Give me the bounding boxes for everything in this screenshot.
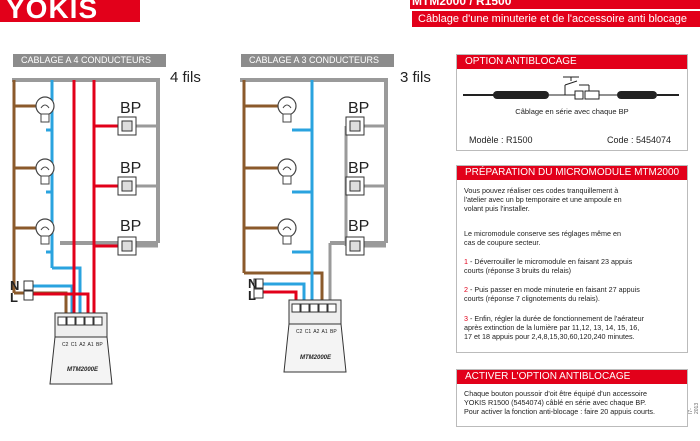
- activer-header: ACTIVER L'OPTION ANTIBLOCAGE: [457, 370, 687, 384]
- logo-bar: [0, 0, 140, 22]
- mtm2000e-module: [283, 299, 347, 373]
- left-bp-label-3: BP: [120, 218, 142, 235]
- prep-step-3: 3 - Enfin, régler la durée de fonctionne…: [464, 314, 644, 341]
- option-model: Modèle : R1500: [469, 135, 533, 145]
- mid-module-terminals: C2 C1 A2 A1 BP: [296, 329, 337, 335]
- push-button-icon: [117, 236, 137, 256]
- push-button-icon: [345, 176, 365, 196]
- lamp-icon: [277, 218, 297, 245]
- mid-section-header: CABLAGE A 3 CONDUCTEURS: [241, 54, 394, 67]
- mid-diagram: [240, 78, 388, 373]
- mid-module-name: MTM2000E: [300, 355, 332, 361]
- left-n-label: N: [10, 278, 20, 293]
- mid-bp-label-2: BP: [348, 160, 370, 177]
- left-diagram: [12, 78, 160, 385]
- activer-panel: ACTIVER L'OPTION ANTIBLOCAGE Chaque bout…: [456, 369, 688, 427]
- left-fils-label: 4 fils: [170, 69, 201, 86]
- accessory-diagram: [463, 76, 679, 100]
- top-title: MTM2000 / R1500: [412, 0, 512, 8]
- lamp-icon: [277, 158, 297, 185]
- mtm2000e-module: [49, 312, 113, 385]
- mid-fils-label: 3 fils: [400, 69, 431, 86]
- page-subtitle: Câblage d'une minuterie et de l'accessoi…: [412, 11, 700, 27]
- prep-intro: Vous pouvez réaliser ces codes tranquill…: [464, 186, 622, 213]
- mid-n-label: N: [248, 276, 258, 291]
- lamp-icon: [277, 96, 297, 123]
- prep-header: PRÉPARATION DU MICROMODULE MTM2000: [457, 166, 687, 180]
- left-module-terminals: C2 C1 A2 A1 BP: [62, 342, 103, 348]
- option-code: Code : 5454074: [607, 135, 672, 145]
- prep-step-2: 2 - Puis passer en mode minuterie en fai…: [464, 285, 640, 303]
- prep-panel: PRÉPARATION DU MICROMODULE MTM2000 Vous …: [456, 165, 688, 353]
- push-button-icon: [117, 116, 137, 136]
- left-bp-label-1: BP: [120, 100, 142, 117]
- lamp-icon: [35, 218, 55, 245]
- mid-bp-label-1: BP: [348, 100, 370, 117]
- push-button-icon: [117, 176, 137, 196]
- option-caption: Câblage en série avec chaque BP: [515, 107, 629, 116]
- prep-memory-note: Le micromodule conserve ses réglages mêm…: [464, 229, 622, 247]
- activer-text: Chaque bouton poussoir d'oit être équipé…: [464, 389, 655, 416]
- top-title-bar: [410, 0, 700, 9]
- wiring-diagrams: [12, 78, 388, 385]
- lamp-icon: [35, 158, 55, 185]
- option-header: OPTION ANTIBLOCAGE: [457, 55, 687, 69]
- mid-bp-label-3: BP: [348, 218, 370, 235]
- push-button-icon: [345, 116, 365, 136]
- lamp-icon: [35, 96, 55, 123]
- left-l-label: L: [10, 290, 18, 305]
- prep-step-1: 1 - Déverrouiller le micromodule en fais…: [464, 257, 633, 275]
- push-button-icon: [345, 236, 365, 256]
- left-module-name: MTM2000E: [67, 367, 99, 373]
- mid-l-label: L: [248, 288, 256, 303]
- footer-code: I7-2013: [688, 402, 700, 414]
- left-section-header: CABLAGE A 4 CONDUCTEURS: [13, 54, 166, 67]
- yokis-logo: YOKIS: [6, 0, 99, 24]
- option-panel: OPTION ANTIBLOCAGE Câblage en série avec…: [456, 54, 688, 151]
- left-bp-label-2: BP: [120, 160, 142, 177]
